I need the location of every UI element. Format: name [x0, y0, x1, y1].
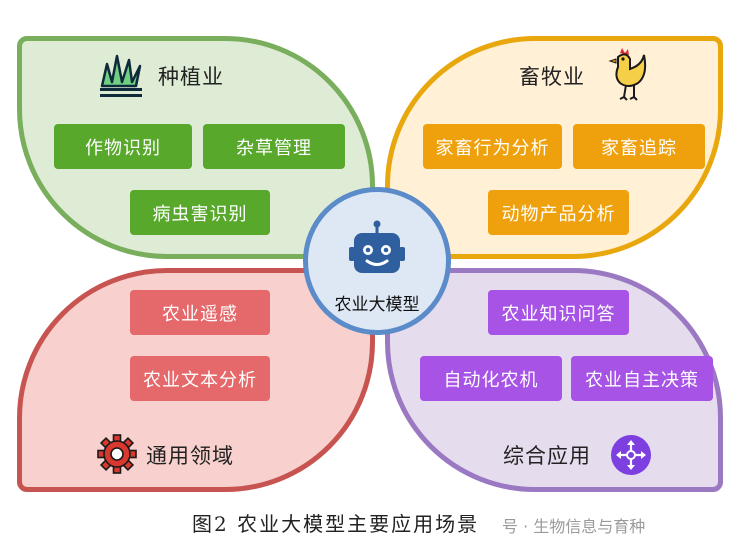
watermark: 号 · 生物信息与育种 — [502, 517, 646, 536]
gear-icon — [97, 434, 137, 474]
integrated-title: 综合应用 — [503, 444, 591, 468]
livestock-title: 畜牧业 — [519, 65, 585, 89]
autonomous-decision-box: 农业自主决策 — [571, 356, 713, 401]
text-analysis-box: 农业文本分析 — [130, 356, 270, 401]
livestock-behavior-box: 家畜行为分析 — [423, 124, 562, 169]
weed-management-box: 杂草管理 — [203, 124, 345, 169]
center-label: 农业大模型 — [334, 295, 420, 315]
pest-recognition-box: 病虫害识别 — [130, 190, 270, 235]
grass-icon — [100, 54, 142, 97]
livestock-tracking-box: 家畜追踪 — [573, 124, 705, 169]
animal-product-box: 动物产品分析 — [488, 190, 629, 235]
remote-sensing-box: 农业遥感 — [130, 290, 270, 335]
planting-title: 种植业 — [158, 65, 224, 89]
knowledge-qa-box: 农业知识问答 — [488, 290, 629, 335]
general-title: 通用领域 — [146, 444, 234, 468]
robot-icon — [349, 220, 405, 273]
network-hub-icon — [611, 435, 651, 475]
auto-machinery-box: 自动化农机 — [420, 356, 562, 401]
figure-caption: 图2 农业大模型主要应用场景 — [192, 512, 480, 536]
crop-recognition-box: 作物识别 — [54, 124, 192, 169]
center-circle: 农业大模型 — [303, 187, 451, 335]
chicken-icon — [608, 48, 647, 101]
